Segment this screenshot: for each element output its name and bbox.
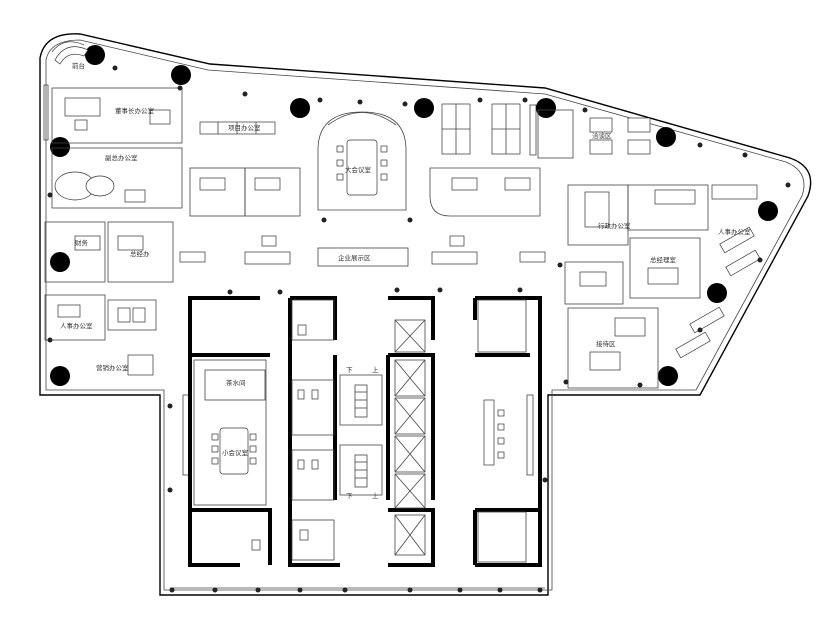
stair-label-up: 上 xyxy=(372,365,379,374)
planters xyxy=(47,65,791,593)
column-8 xyxy=(707,283,727,303)
column-6 xyxy=(656,127,676,147)
column-5 xyxy=(536,98,556,118)
stairwell: 下 上 下 上 xyxy=(339,365,383,500)
stair-label-up: 上 xyxy=(372,491,379,500)
room-label: 董事长办公室 xyxy=(115,106,155,115)
room-label: 总经办 xyxy=(130,249,150,258)
exhibition-area: 企业展示区 xyxy=(179,235,546,267)
elevator-bank xyxy=(394,319,426,556)
small-meeting-room: 小会议室 茶水间 xyxy=(193,359,267,506)
room-label: 洽谈区 xyxy=(592,131,612,140)
conference-table xyxy=(346,139,378,196)
room-label: 行政办公室 xyxy=(598,221,631,230)
column-11 xyxy=(50,252,70,272)
column-12 xyxy=(50,366,70,386)
conference-table xyxy=(219,427,249,475)
room-label: 小会议室 xyxy=(222,448,249,457)
stair-label-down: 下 xyxy=(346,366,353,374)
column-1 xyxy=(85,45,105,65)
stair-label-down: 下 xyxy=(346,492,353,500)
column-10 xyxy=(50,137,70,157)
executive-desk xyxy=(64,97,101,117)
room-label: 茶水间 xyxy=(226,378,246,387)
right-wing: 洽谈区 行政办公室 总经理室 接待区 人事办公室 xyxy=(537,109,761,389)
restroom-fixtures xyxy=(251,324,319,551)
column-9 xyxy=(658,366,678,386)
workstations: 项目办公室 xyxy=(189,103,541,217)
core-details: 下 上 下 上 xyxy=(251,299,527,563)
room-label: 大会议室 xyxy=(345,165,372,174)
service-counter xyxy=(483,399,505,466)
room-label: 人事办公室 xyxy=(60,321,93,330)
column-3 xyxy=(290,98,310,118)
column-2 xyxy=(171,65,191,85)
structural-columns xyxy=(50,45,778,386)
room-label: 项目办公室 xyxy=(228,123,261,132)
room-label: 接待区 xyxy=(596,339,616,348)
room-label: 前台 xyxy=(72,61,85,70)
room-label: 营销办公室 xyxy=(96,363,129,372)
room-label: 副总办公室 xyxy=(105,153,138,162)
room-label: 企业展示区 xyxy=(338,253,371,262)
building-outline xyxy=(39,33,812,596)
column-7 xyxy=(758,201,778,221)
core-walls xyxy=(188,296,542,567)
room-label: 人事办公室 xyxy=(718,227,751,236)
room-label: 总经理室 xyxy=(650,255,677,264)
large-meeting-room: 大会议室 xyxy=(317,111,407,211)
left-wing: 前台 董事长办公室 副总办公室 财务 总经办 人事办公室 营销办公室 xyxy=(44,41,183,376)
room-label: 财务 xyxy=(75,238,89,247)
column-4 xyxy=(414,98,434,118)
